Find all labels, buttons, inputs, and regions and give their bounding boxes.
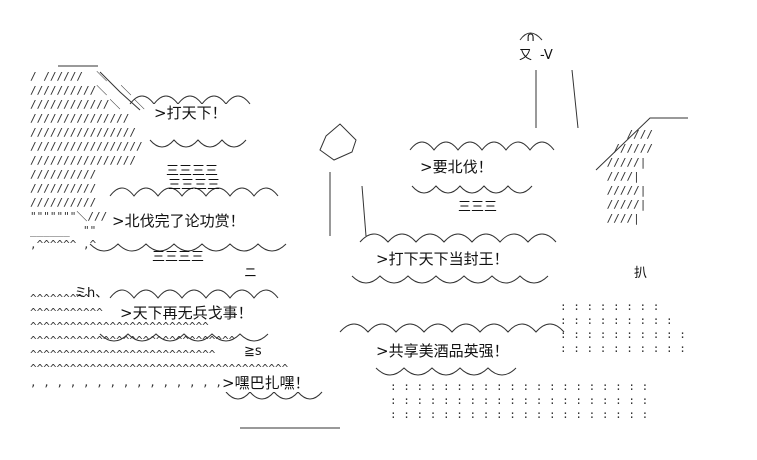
hat-char: ∩ (526, 30, 536, 45)
glyph-c-mid: 三三三三 (168, 178, 221, 193)
glyph-c-lower: 三三三三 (152, 250, 205, 265)
speech-bubble-3: >天下再无兵戈事！ (118, 304, 255, 322)
hatch-center-bottom: : : : : : : : : : : : : : : : : : : : : … (390, 380, 649, 421)
flag-char: 又 (519, 48, 533, 63)
speech-bubble-6: >打下天下当封王！ (374, 250, 511, 268)
hatch-left-bottom: ^^^^^^^^^ ^^^^^^^^^^^ ^^^^^^^^^^^^^^^^^^… (30, 292, 289, 389)
glyph-e: 扒 (634, 266, 648, 281)
flag-tail: -V (540, 48, 553, 63)
glyph-c-top: 三三三三 (166, 164, 219, 179)
speech-bubble-4: >嘿巴扎嘿！ (220, 374, 312, 392)
sign-char: ≧s (244, 344, 262, 359)
shadow-char: ミh、 (74, 286, 109, 301)
speech-bubble-5: >要北伐！ (418, 158, 495, 176)
hatch-left-top: / ////// ＼ //////////＼ ＼ ////////////＼ ＼… (30, 70, 145, 251)
speech-bubble-7: >共享美酒品英强！ (374, 342, 511, 360)
speech-bubble-1: >打天下！ (152, 104, 229, 122)
hatch-right: //// ////// /////| ////| /////| /////| /… (606, 128, 653, 225)
hatch-right-bottom: : : : : : : : : : : : : : : : : : : : : … (560, 300, 686, 355)
glyph-b-right: 三三三 (458, 200, 498, 215)
speech-bubble-2: >北伐完了论功赏！ (110, 212, 247, 230)
glyph-d: ニ (244, 266, 258, 281)
